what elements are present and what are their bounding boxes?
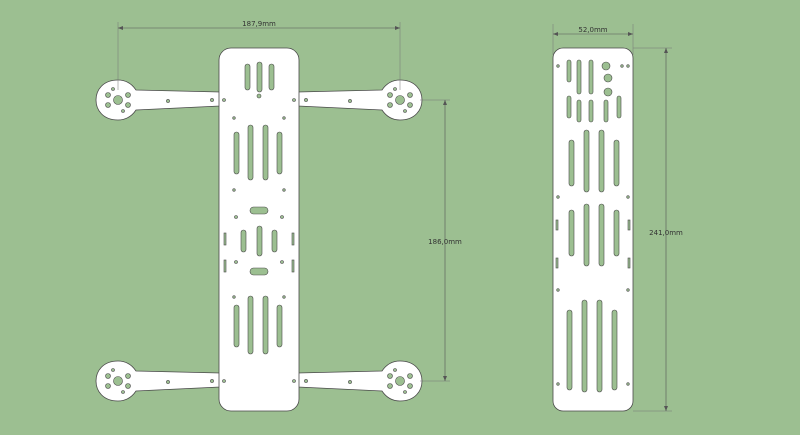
arm-top-left	[95, 79, 221, 121]
frame-height-label: 186,0mm	[428, 238, 462, 246]
arm-holes	[166, 98, 352, 384]
long-plate-holes	[555, 59, 631, 393]
dimension-frame-width: 187,9mm	[117, 20, 401, 90]
arm-bottom-right	[297, 360, 423, 402]
motor-mount-bottom-left	[105, 368, 131, 394]
long-plate	[552, 47, 634, 412]
dimension-frame-height: 186,0mm	[420, 99, 462, 382]
dimension-plate-width: 52,0mm	[552, 24, 634, 55]
frame-width-label: 187,9mm	[242, 20, 276, 28]
dimension-plate-height: 241,0mm	[633, 47, 683, 412]
motor-mount-top-left	[105, 87, 131, 113]
arm-top-right	[297, 79, 423, 121]
center-slots	[222, 61, 296, 383]
plate-width-label: 52,0mm	[578, 26, 607, 34]
plate-height-label: 241,0mm	[649, 229, 683, 237]
arm-bottom-left	[95, 360, 221, 402]
motor-mount-bottom-right	[387, 368, 413, 394]
motor-mount-top-right	[387, 87, 413, 113]
drone-frame	[95, 47, 423, 412]
